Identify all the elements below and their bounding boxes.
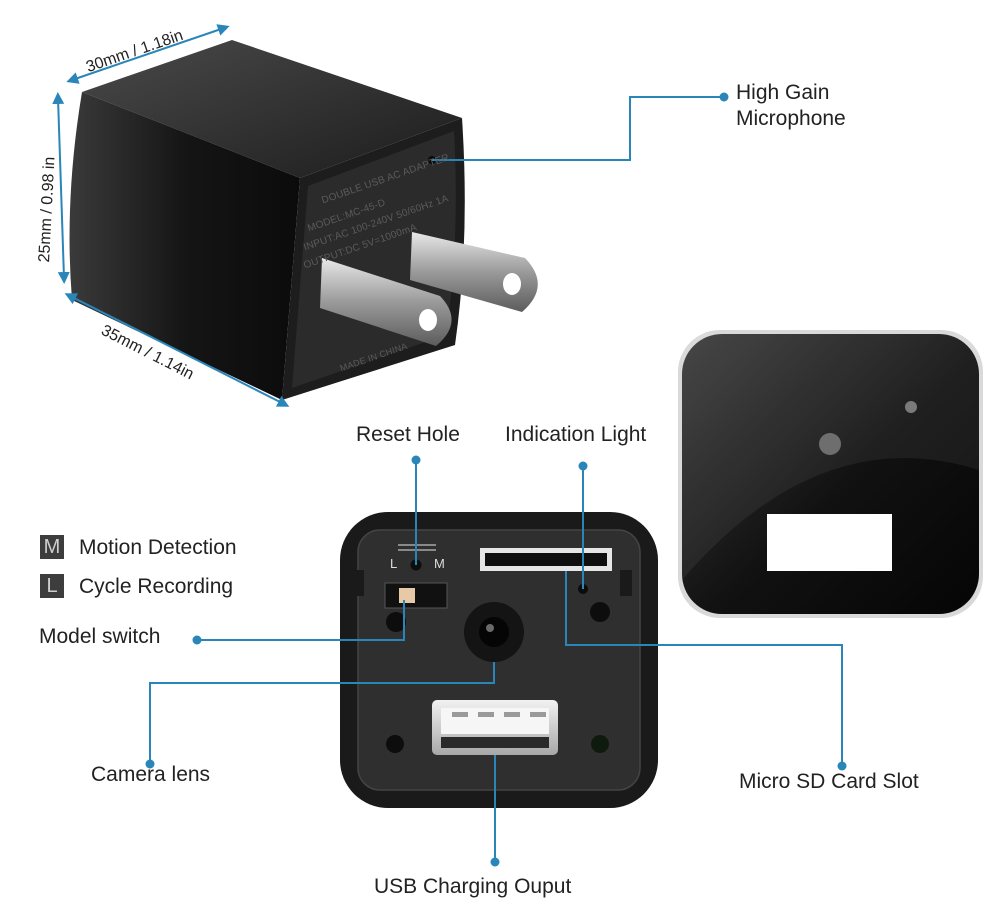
depth-arrow — [64, 293, 290, 407]
mode-switch-housing — [384, 582, 448, 609]
dimension-lines — [52, 24, 290, 407]
hidden-lens — [819, 433, 841, 455]
hidden-light — [905, 401, 917, 413]
adapter-prongs — [320, 232, 538, 346]
model-switch-leader — [197, 600, 405, 641]
height-arrow — [52, 92, 70, 284]
mode-switch-knob — [399, 588, 415, 603]
microphone-label-line2: Microphone — [736, 107, 846, 130]
microphone-leader — [432, 96, 722, 161]
camera-lens-label: Camera lens — [91, 763, 211, 786]
back-view — [678, 330, 983, 618]
sd-slot-leader — [565, 571, 843, 764]
sd-slot-label: Micro SD Card Slot — [739, 770, 919, 793]
back-view-face — [682, 334, 979, 614]
usb-output-label: USB Charging Ouput — [374, 875, 572, 898]
microphone-label: High Gain Microphone — [736, 80, 846, 132]
model-switch-label: Model switch — [39, 625, 161, 648]
legend-key-m: M — [40, 535, 64, 559]
indication-light-label: Indication Light — [505, 423, 647, 446]
legend-label-cycle: Cycle Recording — [79, 575, 234, 598]
callout-dots — [145, 92, 847, 867]
callout-lines — [149, 96, 843, 860]
legend-key-l: L — [40, 574, 64, 598]
back-view-window — [767, 514, 892, 571]
sd-slot — [485, 553, 607, 566]
reset-hole-label: Reset Hole — [356, 423, 460, 446]
camera-lens — [479, 617, 509, 647]
switch-mark-l: L — [390, 556, 398, 571]
bottom-view — [340, 512, 658, 808]
width-arrow — [66, 24, 230, 84]
legend-label-motion: Motion Detection — [79, 536, 237, 559]
switch-mark-m: M — [434, 556, 445, 571]
camera-lens-leader — [149, 662, 495, 762]
microphone-label-line1: High Gain — [736, 81, 830, 104]
